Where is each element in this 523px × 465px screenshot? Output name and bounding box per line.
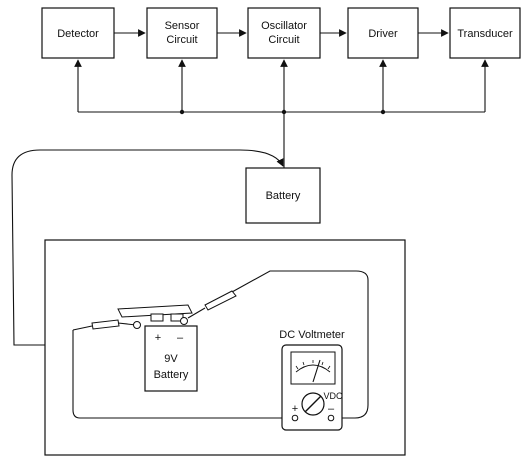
detector-block: Detector [41,7,115,59]
meter-plus-terminal [291,414,299,422]
oscillator-circuit-block: Oscillator Circuit [247,7,321,59]
battery-plus-sign: + [155,332,161,344]
test-link-arrow [11,149,284,346]
transducer-label: Transducer [457,28,513,40]
battery-name-label: Battery [154,369,189,381]
detector-label: Detector [57,28,99,40]
battery-minus-sign: – [177,332,184,344]
battery-block: Battery [245,167,321,224]
sensor-label-line1: Sensor [165,20,200,32]
sensor-label-line2: Circuit [166,34,197,46]
meter-unit-label: VDC [323,391,343,401]
meter-face [290,351,336,385]
meter-minus-label: – [328,403,335,415]
power-bus [74,59,489,168]
voltmeter-title: DC Voltmeter [279,329,345,341]
oscillator-label-line1: Oscillator [261,20,307,32]
sensor-circuit-block: Sensor Circuit [146,7,218,59]
test-panel [44,239,406,456]
transducer-block: Transducer [449,7,521,59]
probe-right [187,290,237,319]
oscillator-label-line2: Circuit [268,34,299,46]
battery-voltage-label: 9V [164,353,178,365]
meter-minus-terminal [327,414,335,422]
meter-needle [312,359,321,383]
nine-volt-battery: + – 9V Battery [144,325,198,392]
driver-block: Driver [347,7,419,59]
test-loop-wire [72,330,290,419]
probe-left [72,319,137,331]
battery-label: Battery [266,190,301,202]
driver-label: Driver [368,28,398,40]
dc-voltmeter: DC Voltmeter VDC + – [279,329,345,431]
battery-clip [117,304,193,329]
meter-plus-label: + [292,403,298,415]
